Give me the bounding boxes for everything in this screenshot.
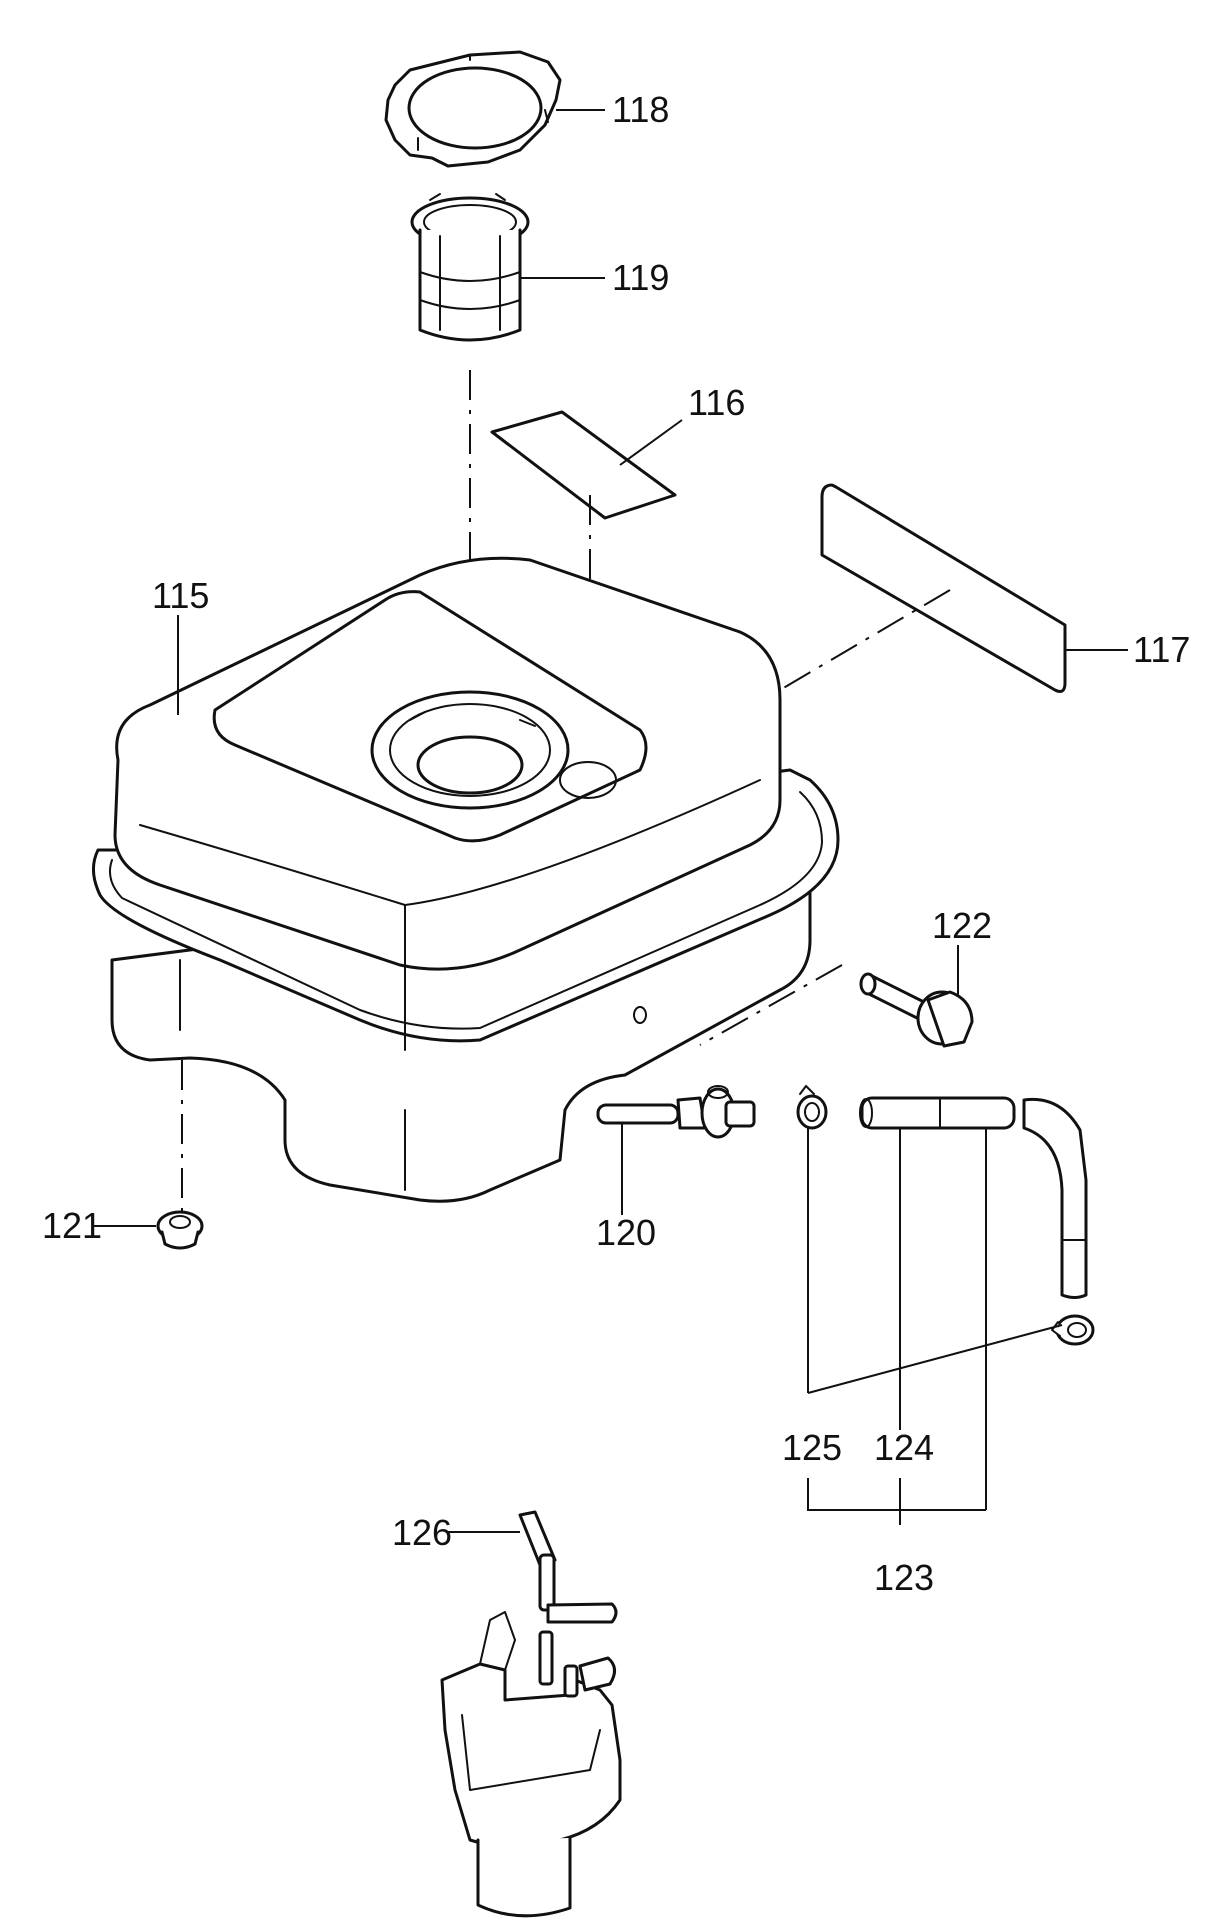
leader-125 xyxy=(807,1128,1063,1394)
label-125: 125 xyxy=(782,1427,842,1468)
flange-bolt-part xyxy=(859,972,974,1048)
label-122: 122 xyxy=(932,905,992,946)
label-124: 124 xyxy=(874,1427,934,1468)
choke-lever-part xyxy=(518,1510,618,1624)
label-120: 120 xyxy=(596,1212,656,1253)
leader-116 xyxy=(619,419,683,466)
label-119: 119 xyxy=(612,257,669,298)
warning-label-part xyxy=(490,410,677,520)
label-126: 126 xyxy=(392,1512,452,1553)
fuel-strainer-part xyxy=(410,193,530,342)
fuel-tank-part xyxy=(92,556,840,1203)
label-116: 116 xyxy=(688,382,745,423)
label-121: 121 xyxy=(42,1205,102,1246)
label-117: 117 xyxy=(1133,629,1190,670)
assembly-axis-label-117 xyxy=(779,589,951,691)
hose-clip-lower xyxy=(1051,1314,1095,1346)
fuel-tube-part xyxy=(859,1096,1088,1299)
carburetor-part xyxy=(440,1611,622,1918)
assembly-axis-122 xyxy=(699,964,843,1046)
label-115: 115 xyxy=(152,575,209,616)
label-123: 123 xyxy=(874,1557,934,1598)
hose-clip-upper xyxy=(796,1085,828,1130)
caution-label-part xyxy=(820,483,1067,693)
grommet-part xyxy=(156,1210,204,1250)
bracket-123 xyxy=(807,1128,987,1525)
fuel-cap-part xyxy=(384,50,562,168)
fuel-joint-part xyxy=(596,1085,756,1139)
label-118: 118 xyxy=(612,89,669,130)
